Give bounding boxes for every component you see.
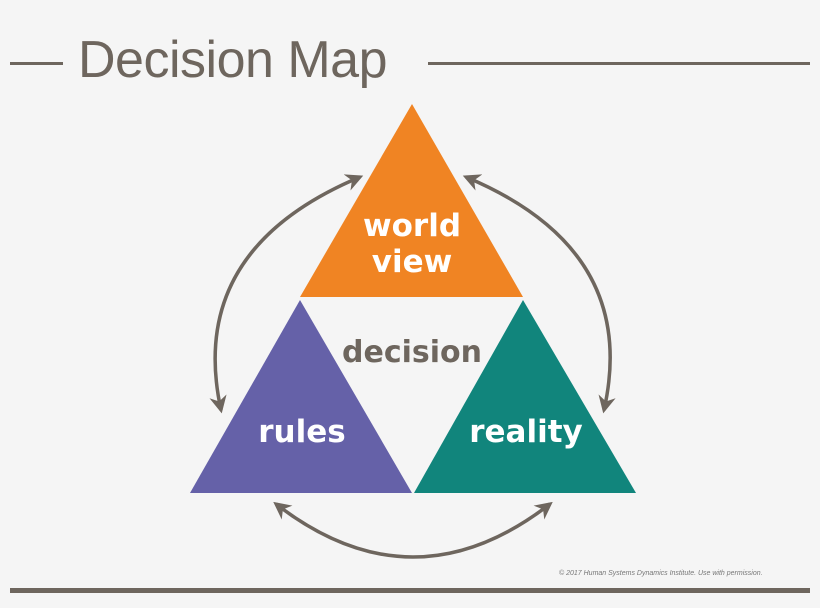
rules-triangle <box>190 300 412 493</box>
reality-label: reality <box>469 414 583 450</box>
arrow-worldview-reality <box>462 174 616 414</box>
bottom-rule <box>10 588 810 593</box>
rules-label: rules <box>258 414 345 450</box>
page-title: Decision Map <box>78 31 388 89</box>
arrow-rules-worldview <box>209 174 364 414</box>
decision-label: decision <box>342 335 482 370</box>
reality-triangle <box>414 300 636 493</box>
arrow-rules-reality <box>273 501 553 559</box>
title-rule-right <box>428 62 810 65</box>
title-rule-left <box>10 62 63 65</box>
world-view-label-line2: view <box>372 244 453 280</box>
copyright-notice: © 2017 Human Systems Dynamics Institute.… <box>559 570 763 577</box>
world-view-label-line1: world <box>363 208 461 244</box>
